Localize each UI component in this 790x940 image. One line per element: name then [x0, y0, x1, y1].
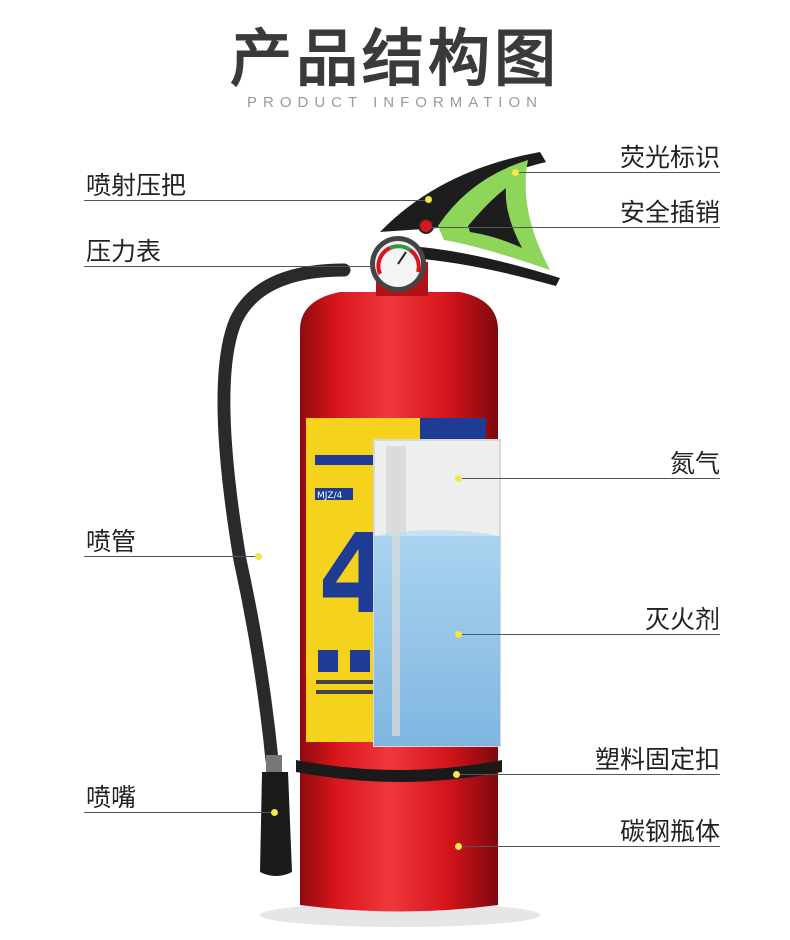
- nozzle-shape: [260, 772, 292, 876]
- label-steel-body: 碳钢瓶体: [619, 817, 720, 846]
- leader-line: [84, 266, 374, 267]
- marker-dot: [425, 196, 432, 203]
- label-nitrogen: 氮气: [669, 449, 720, 478]
- marker-dot: [455, 631, 462, 638]
- marker-dot: [453, 771, 460, 778]
- model-text: MJZ/4: [317, 491, 343, 501]
- marker-dot: [255, 553, 262, 560]
- leader-line: [458, 478, 720, 479]
- label-plastic-clip: 塑料固定扣: [594, 745, 720, 774]
- leader-line: [516, 172, 720, 173]
- page-title: 产品结构图: [229, 22, 560, 95]
- label-nozzle-handle: 喷射压把: [86, 171, 187, 200]
- hose-shape: [217, 263, 351, 767]
- label-fluorescent-mark: 荧光标识: [619, 143, 720, 172]
- marker-dot: [271, 809, 278, 816]
- leader-line: [84, 200, 428, 201]
- leader-line: [458, 846, 720, 847]
- label-extinguishing-agent: 灭火剂: [644, 605, 720, 634]
- marker-dot: [455, 475, 462, 482]
- marker-dot: [512, 169, 519, 176]
- label-pressure-gauge: 压力表: [86, 237, 162, 266]
- label-nozzle: 喷嘴: [86, 783, 137, 812]
- leader-line: [456, 774, 720, 775]
- leader-line: [428, 227, 720, 228]
- label-safety-pin: 安全插销: [619, 198, 720, 227]
- leader-line: [84, 556, 258, 557]
- plastic-clip-shape: [296, 760, 502, 782]
- page-subtitle: PRODUCT INFORMATION: [247, 94, 543, 111]
- leader-line: [84, 812, 274, 813]
- label-hose: 喷管: [86, 527, 137, 556]
- leader-line: [458, 634, 720, 635]
- marker-dot: [455, 843, 462, 850]
